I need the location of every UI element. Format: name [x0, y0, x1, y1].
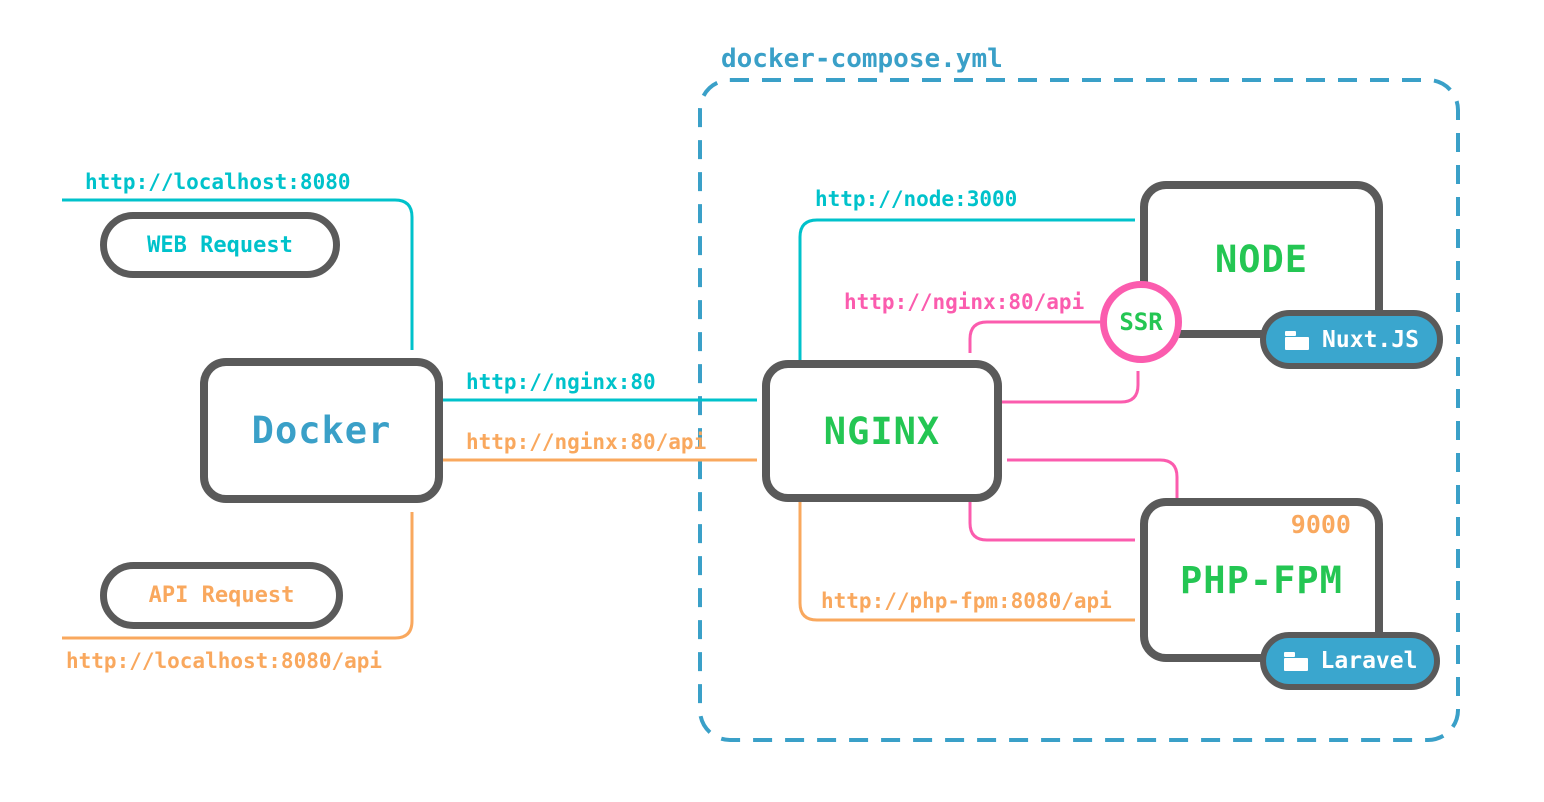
- docker-label: Docker: [251, 409, 392, 452]
- edge-phpfpm-to-nginx: [1007, 458, 1179, 498]
- node-label: NODE: [1214, 238, 1309, 281]
- nginx-box: NGINX: [762, 360, 1002, 502]
- edge-nginx-to-ssr: [1002, 371, 1140, 404]
- nuxt-badge: Nuxt.JS: [1260, 310, 1443, 369]
- compose-file-title: docker-compose.yml: [721, 44, 1003, 74]
- web-request-label: WEB Request: [147, 232, 293, 258]
- php-fpm-port: 9000: [1290, 510, 1351, 539]
- nginx-label: NGINX: [823, 409, 941, 453]
- edge-label-nginx-web: http://nginx:80: [466, 370, 656, 394]
- php-fpm-label: PHP-FPM: [1180, 558, 1343, 602]
- edge-label-nginx-api: http://nginx:80/api: [466, 430, 707, 454]
- edge-label-localhost-web: http://localhost:8080: [85, 170, 351, 194]
- api-request-pill: API Request: [100, 562, 343, 629]
- edge-label-node-3000: http://node:3000: [815, 187, 1018, 211]
- edge-label-php-fpm-api: http://php-fpm:8080/api: [821, 589, 1112, 613]
- edge-label-localhost-api: http://localhost:8080/api: [66, 649, 383, 673]
- laravel-badge-label: Laravel: [1320, 648, 1418, 674]
- nuxt-badge-label: Nuxt.JS: [1322, 326, 1419, 353]
- docker-box: Docker: [200, 358, 443, 503]
- ssr-label: SSR: [1119, 308, 1163, 336]
- ssr-circle: SSR: [1100, 281, 1182, 363]
- laravel-badge: Laravel: [1260, 632, 1440, 690]
- folder-icon: [1283, 650, 1309, 672]
- edge-label-ssr-api: http://nginx:80/api: [844, 290, 1085, 314]
- web-request-pill: WEB Request: [100, 212, 340, 278]
- edge-nginx-to-phpfpm: [968, 502, 1135, 542]
- api-request-label: API Request: [148, 583, 295, 608]
- folder-icon: [1284, 329, 1310, 351]
- edge-ssr-to-nginx: [968, 320, 1100, 353]
